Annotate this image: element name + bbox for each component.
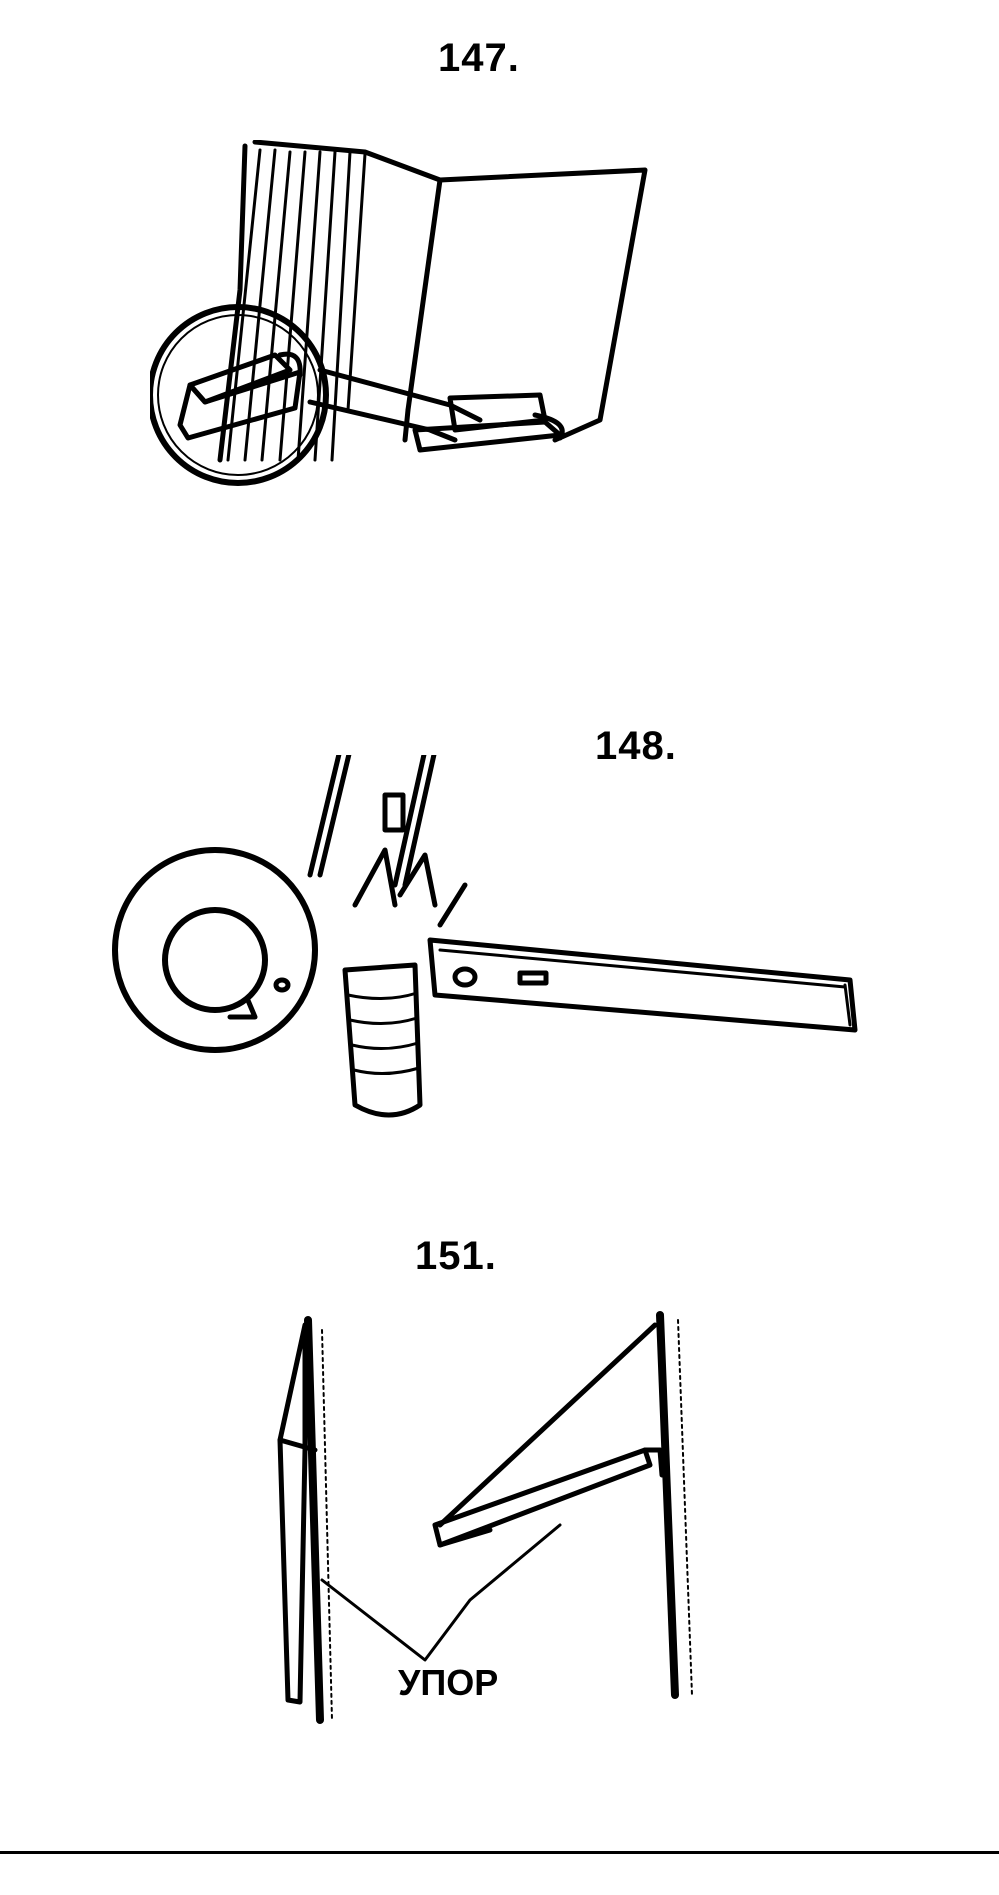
figure-number-148: 148.: [595, 724, 677, 768]
compass-instruments-ruler-icon: [95, 755, 895, 1145]
stop-label: УПОР: [398, 1662, 499, 1703]
figure-number-147: 147.: [438, 36, 520, 80]
bottom-rule: [0, 1851, 999, 1854]
figure-number-151: 151.: [415, 1234, 497, 1278]
wall-shelf-bracket-icon: [260, 1300, 710, 1730]
magnifier-book-clip-icon: [150, 140, 790, 600]
